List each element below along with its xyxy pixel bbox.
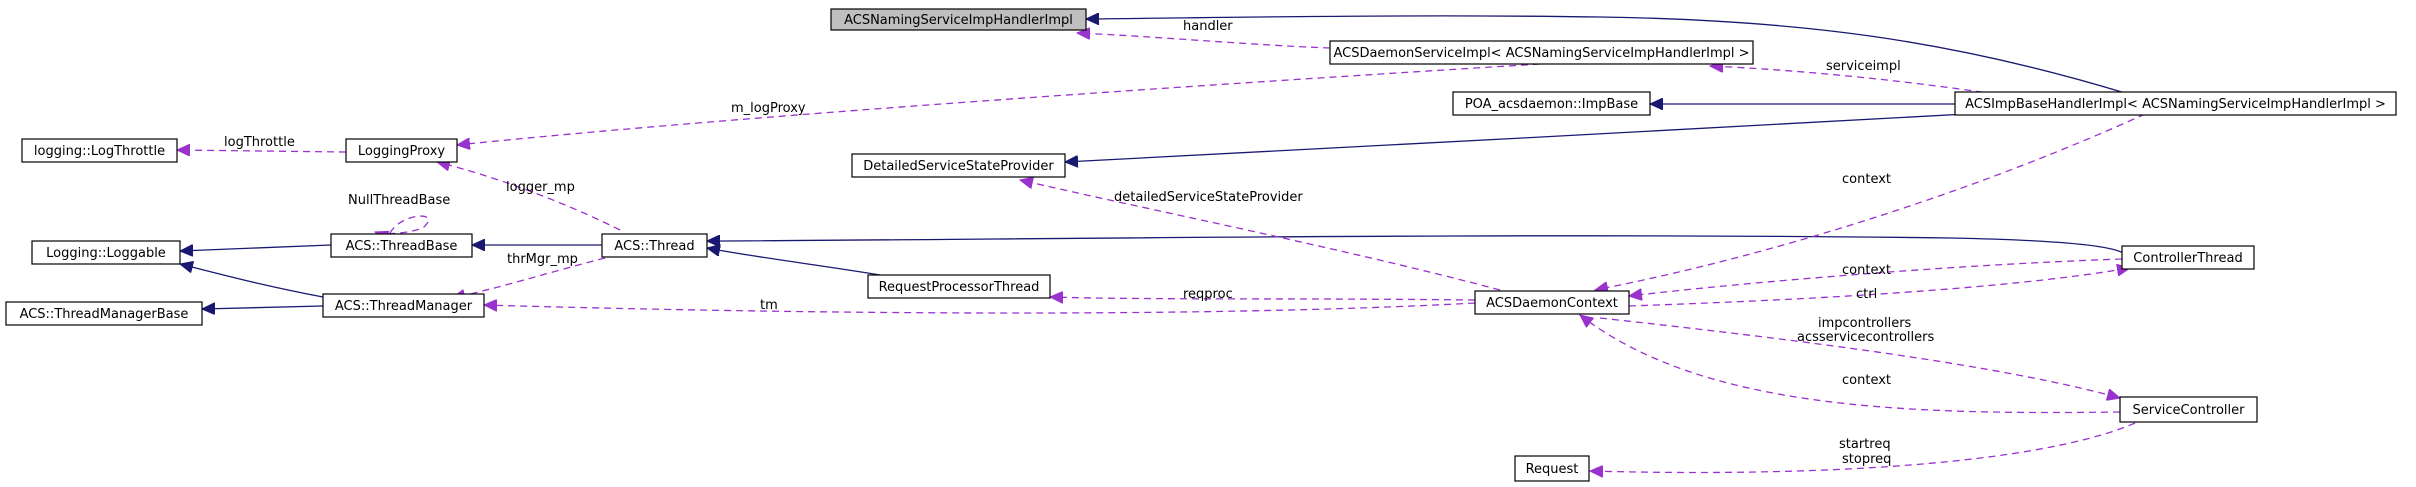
edge-controller-thread-to-thread [707, 236, 2124, 254]
node-acs-daemon-context[interactable]: ACSDaemonContext [1474, 290, 1630, 315]
edge-impcontrollers [1599, 317, 2120, 398]
node-poa-acsdaemon-imp-base[interactable]: POA_acsdaemon::ImpBase [1452, 91, 1651, 116]
node-logging-log-throttle[interactable]: logging::LogThrottle [21, 138, 178, 163]
label-tm: tm [760, 298, 778, 313]
edge-m-log-proxy [457, 63, 1541, 145]
edge-labels: handler serviceimpl m_logProxy logThrott… [224, 19, 1934, 467]
node-label: POA_acsdaemon::ImpBase [1465, 97, 1638, 112]
edge-reqproc [1050, 297, 1476, 300]
node-service-controller[interactable]: ServiceController [2119, 396, 2258, 423]
node-acs-thread-base[interactable]: ACS::ThreadBase [330, 233, 473, 258]
edge-handler [1077, 33, 1331, 49]
node-label: RequestProcessorThread [879, 280, 1040, 295]
node-label: ControllerThread [2133, 251, 2242, 266]
label-thr-mgr-mp: thrMgr_mp [507, 252, 578, 267]
edge-thread-manager-to-manager-base [202, 306, 324, 309]
edge-tm [484, 303, 1476, 314]
label-handler: handler [1183, 19, 1233, 34]
label-context-service-controller: context [1842, 373, 1891, 388]
node-acs-imp-base-handler-impl[interactable]: ACSImpBaseHandlerImpl< ACSNamingServiceI… [1954, 91, 2397, 116]
edge-imp-base-handler-to-detailed-provider [1065, 112, 1986, 162]
edge-ctrl [1628, 268, 2130, 307]
node-label: ACSDaemonContext [1486, 296, 1618, 311]
label-null-thread-base: NullThreadBase [348, 193, 450, 208]
node-label: ACS::ThreadBase [346, 239, 458, 254]
node-acs-naming-service-imp-handler-impl[interactable]: ACSNamingServiceImpHandlerImpl [830, 8, 1087, 31]
node-request-processor-thread[interactable]: RequestProcessorThread [867, 274, 1051, 299]
edge-startreq [1590, 422, 2136, 472]
label-log-throttle: logThrottle [224, 135, 295, 150]
node-label: ACS::ThreadManagerBase [20, 307, 189, 322]
edge-context-controller-thread [1629, 258, 2123, 296]
node-label: Request [1526, 462, 1579, 477]
label-context-controller-thread: context [1842, 263, 1891, 278]
edge-context-imp-base [1595, 113, 2146, 290]
label-m-log-proxy: m_logProxy [731, 101, 806, 116]
edge-thread-base-to-loggable [180, 244, 332, 251]
label-detailed-service-state-provider: detailedServiceStateProvider [1114, 190, 1303, 205]
node-acs-daemon-service-impl[interactable]: ACSDaemonServiceImpl< ACSNamingServiceIm… [1329, 40, 1754, 65]
node-label: ACSImpBaseHandlerImpl< ACSNamingServiceI… [1965, 97, 2386, 112]
edge-logger-mp [437, 162, 621, 231]
node-request[interactable]: Request [1514, 455, 1590, 482]
edge-serviceimpl [1710, 66, 1996, 95]
label-acsservicecontrollers: acsservicecontrollers [1797, 330, 1934, 345]
node-label: DetailedServiceStateProvider [863, 159, 1054, 174]
node-label: ACS::Thread [614, 239, 694, 254]
node-label: LoggingProxy [358, 144, 445, 159]
node-logging-loggable[interactable]: Logging::Loggable [31, 240, 181, 265]
label-ctrl: ctrl [1856, 287, 1877, 302]
label-stopreq: stopreq [1842, 452, 1891, 467]
edge-thread-manager-to-loggable [180, 264, 324, 298]
node-label: Logging::Loggable [46, 246, 166, 261]
nodes: ACSNamingServiceImpHandlerImpl ACSDaemon… [5, 8, 2397, 482]
edge-request-processor-to-thread [707, 248, 881, 276]
edge-log-throttle [177, 150, 347, 152]
node-detailed-service-state-provider[interactable]: DetailedServiceStateProvider [851, 153, 1066, 178]
node-logging-proxy[interactable]: LoggingProxy [345, 138, 458, 163]
edge-imp-base-handler-to-naming-handler [1086, 16, 2126, 94]
node-acs-thread-manager[interactable]: ACS::ThreadManager [322, 293, 485, 318]
node-label: logging::LogThrottle [34, 144, 165, 159]
edge-context-service-controller [1580, 315, 2121, 414]
label-serviceimpl: serviceimpl [1826, 59, 1901, 74]
label-logger-mp: logger_mp [506, 180, 575, 195]
edge-detailed-service-state-provider [1020, 180, 1501, 291]
label-context-imp-base: context [1842, 172, 1891, 187]
node-acs-thread-manager-base[interactable]: ACS::ThreadManagerBase [5, 301, 203, 326]
node-label: ACSDaemonServiceImpl< ACSNamingServiceIm… [1333, 46, 1749, 61]
node-acs-thread[interactable]: ACS::Thread [601, 233, 708, 258]
edge-null-thread-base [375, 215, 429, 234]
label-reqproc: reqproc [1183, 287, 1233, 302]
node-label: ACSNamingServiceImpHandlerImpl [844, 13, 1073, 28]
label-startreq: startreq [1839, 437, 1891, 452]
node-label: ServiceController [2133, 403, 2246, 418]
node-label: ACS::ThreadManager [335, 299, 473, 314]
label-impcontrollers: impcontrollers [1818, 316, 1912, 331]
node-controller-thread[interactable]: ControllerThread [2121, 245, 2255, 270]
